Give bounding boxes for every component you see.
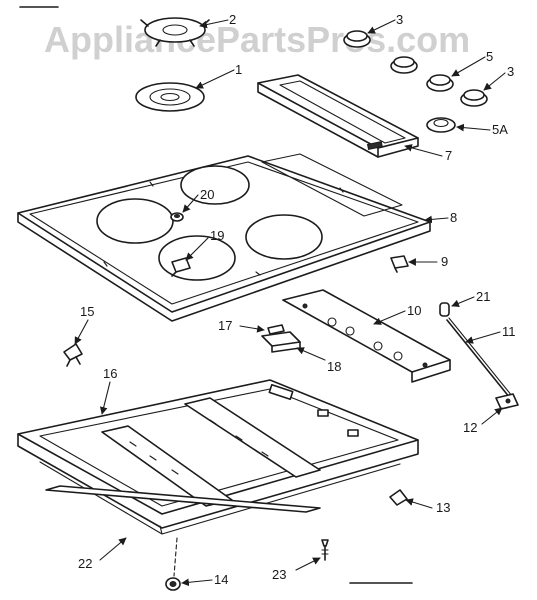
callout-11: 11	[502, 324, 516, 339]
callout-13: 13	[436, 500, 450, 515]
part-1-drip-bowl	[135, 82, 205, 112]
part-14-grommet	[165, 577, 181, 591]
part-20-screw	[170, 212, 184, 222]
part-5a-bezel	[426, 117, 456, 133]
part-14-guide-line	[173, 537, 178, 577]
callout-8: 8	[450, 210, 457, 225]
callout-3-right: 3	[507, 64, 514, 79]
callout-21: 21	[476, 289, 490, 304]
part-5-knob	[426, 74, 454, 92]
callout-23: 23	[272, 567, 286, 582]
callout-9: 9	[441, 254, 448, 269]
part-22-trim-strip	[45, 485, 321, 535]
part-16-burner-box	[17, 379, 419, 535]
callout-16: 16	[103, 366, 117, 381]
part-11-rod	[446, 317, 513, 399]
part-12-clamp	[495, 393, 519, 410]
part-21-plug	[439, 302, 450, 317]
leader-lines	[74, 19, 506, 587]
part-2-burner-cap	[140, 17, 210, 47]
callout-18: 18	[327, 359, 341, 374]
callout-2: 2	[229, 12, 236, 27]
part-15-clip	[63, 343, 83, 367]
part-23-screw	[321, 539, 329, 561]
part-7-control-panel	[257, 74, 419, 158]
callout-10: 10	[407, 303, 421, 318]
callout-14: 14	[214, 572, 228, 587]
part-18-bracket	[261, 331, 301, 353]
callout-5: 5	[486, 49, 493, 64]
callout-19: 19	[210, 228, 224, 243]
callout-17: 17	[218, 318, 232, 333]
part-13-clip	[389, 489, 408, 506]
callout-labels: 2 1 3 5 3 5A 7 8 20 19 9 10 21 11 12 17 …	[78, 12, 516, 587]
callout-12: 12	[463, 420, 477, 435]
watermark-text: AppliancePartsPros.com	[44, 19, 470, 60]
callout-1: 1	[235, 62, 242, 77]
callout-7: 7	[445, 148, 452, 163]
part-3-knob-b	[390, 56, 418, 74]
callout-22: 22	[78, 556, 92, 571]
callout-5a: 5A	[492, 122, 508, 137]
callout-3-top: 3	[396, 12, 403, 27]
part-10-switch-bracket	[282, 289, 451, 383]
part-9-bracket	[390, 255, 409, 273]
callout-15: 15	[80, 304, 94, 319]
part-8-cooktop-top	[17, 153, 431, 322]
part-17-clip	[267, 324, 285, 335]
part-3-knob-a	[343, 30, 371, 48]
part-19-clip	[171, 257, 191, 277]
part-3-knob-c	[460, 89, 488, 107]
callout-20: 20	[200, 187, 214, 202]
